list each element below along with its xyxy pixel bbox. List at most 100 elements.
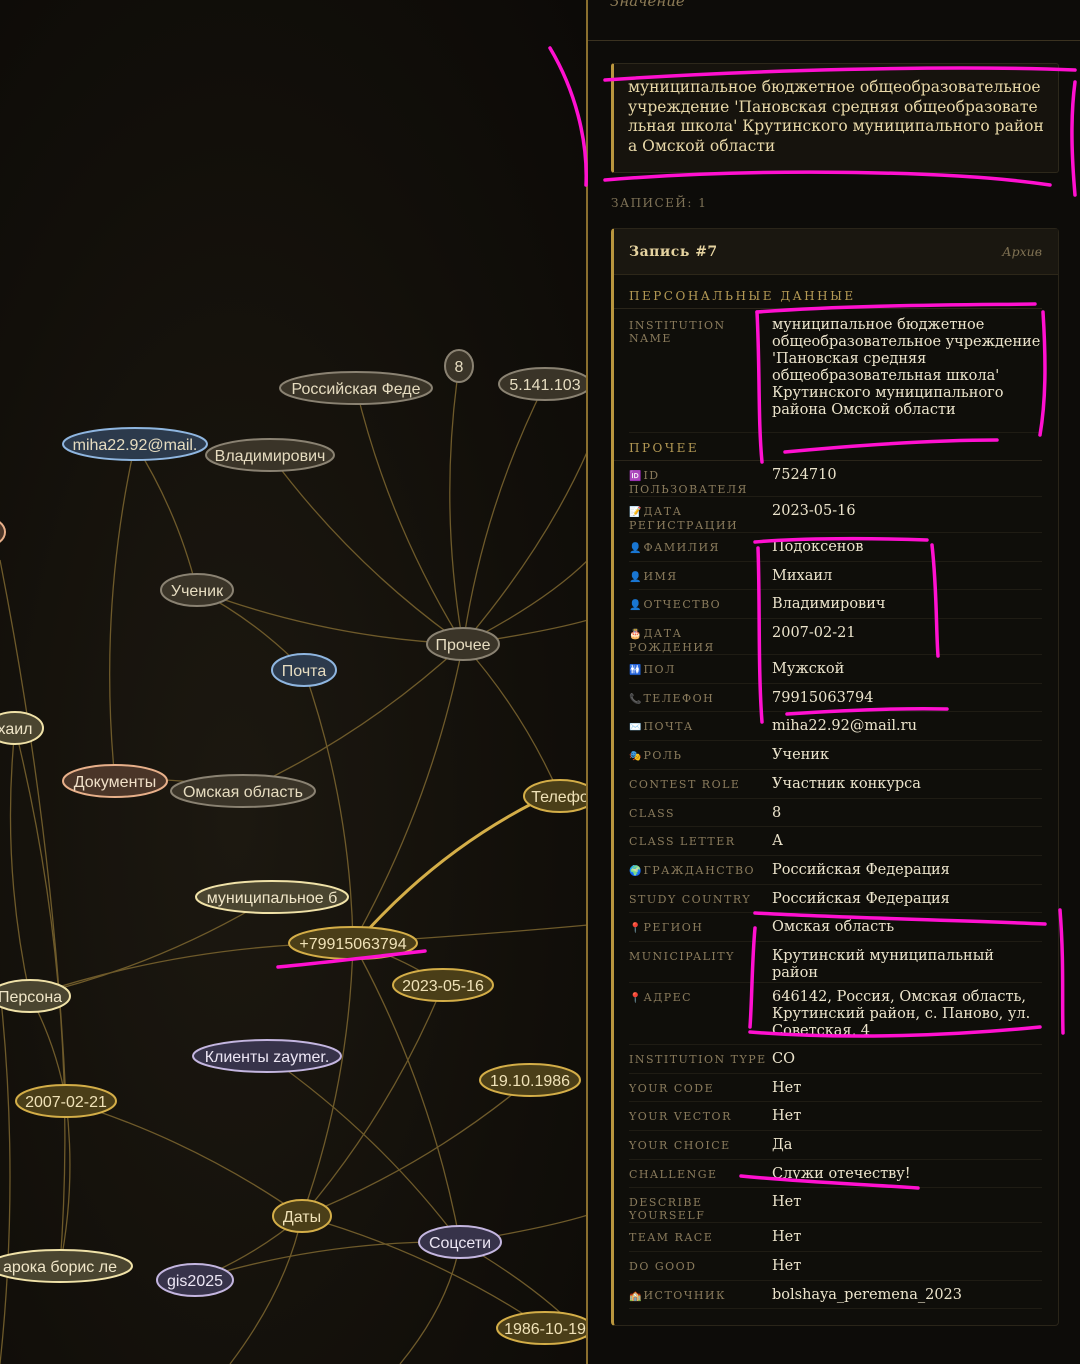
graph-node-label: Почта: [282, 663, 327, 680]
graph-edge: [355, 387, 464, 645]
graph-node[interactable]: Ученик: [160, 573, 234, 607]
field-label: DO GOOD: [629, 1258, 772, 1280]
graph-node-label: Клиенты zaymer.: [205, 1049, 330, 1066]
field-value: 2007-02-21: [772, 625, 856, 642]
field-value: Михаил: [772, 567, 833, 584]
graph-edge: [399, 1241, 461, 1364]
field-label-text: DO GOOD: [629, 1260, 697, 1274]
field-value: 8: [772, 804, 782, 821]
graph-node[interactable]: 8: [444, 349, 474, 383]
graph-node[interactable]: Соцсети: [418, 1225, 502, 1259]
field-value: Нет: [772, 1108, 802, 1125]
graph-node[interactable]: Персона: [0, 979, 71, 1013]
graph-edge: [301, 984, 444, 1217]
graph-node-label: Российская Феде: [291, 381, 420, 398]
field-icon: ✉️: [629, 722, 642, 734]
graph-node-shape: [195, 880, 349, 914]
graph-node-label: Ученик: [171, 583, 224, 600]
graph-node[interactable]: Почта: [271, 653, 337, 687]
field-value: Подоксенов: [772, 539, 864, 555]
graph-edge: [266, 1055, 461, 1243]
field-label-text: ИМЯ: [643, 569, 678, 583]
graph-node[interactable]: 5.141.103: [498, 367, 588, 401]
graph-node[interactable]: Прочее: [426, 627, 500, 661]
graph-node-shape: [62, 764, 168, 798]
field-value: Российская Федерация: [772, 861, 950, 878]
graph-node-shape: [418, 1225, 502, 1259]
graph-node[interactable]: +79915063794: [288, 926, 418, 960]
graph-node[interactable]: Российская Феде: [279, 371, 433, 405]
field-label: 🚻ПОЛ: [629, 661, 772, 683]
field-label: 🌍ГРАЖДАНСТВО: [629, 862, 772, 884]
graph-node[interactable]: 1986-10-19: [496, 1311, 588, 1345]
field-label: CLASS LETTER: [629, 833, 772, 855]
graph-node[interactable]: хаил: [0, 711, 44, 745]
record-title: Запись #7: [629, 243, 718, 260]
field-value: Нет: [772, 1079, 802, 1096]
record-header[interactable]: Запись #7 Архив: [614, 229, 1058, 275]
graph-node-partial[interactable]: [0, 516, 6, 548]
records-count: ЗАПИСЕЙ: 1: [611, 196, 708, 210]
graph-edge: [352, 942, 461, 1243]
graph-node[interactable]: 2007-02-21: [15, 1084, 117, 1118]
field-value: 7524710: [772, 467, 837, 483]
graph-node[interactable]: miha22.92@mail.: [62, 427, 208, 461]
graph-edge: [303, 669, 354, 944]
graph-node[interactable]: Даты: [272, 1199, 332, 1233]
field-label-text: ДАТА РОЖДЕНИЯ: [629, 627, 715, 655]
field-label-text: TEAM RACE: [629, 1231, 714, 1245]
field-label-text: DESCRIBE YOURSELF: [629, 1196, 706, 1223]
field-label: 📞ТЕЛЕФОН: [629, 690, 772, 712]
field-icon: 📞: [629, 693, 642, 705]
graph-node[interactable]: арока борис ле: [0, 1249, 133, 1283]
field-label-text: ДАТА РЕГИСТРАЦИИ: [629, 505, 739, 532]
graph-node-shape: [392, 968, 494, 1002]
graph-node-label: Персона: [0, 989, 62, 1006]
field-label: DESCRIBE YOURSELF: [629, 1194, 772, 1222]
graph-node[interactable]: Клиенты zaymer.: [192, 1039, 342, 1073]
field-value: Нет: [772, 1258, 802, 1275]
graph-node[interactable]: gis2025: [156, 1263, 234, 1297]
graph-node[interactable]: муниципальное б: [195, 880, 349, 914]
field-value: miha22.92@mail.ru: [772, 718, 917, 735]
graph-node-shape: [0, 1249, 133, 1283]
graph-node-shape: [170, 774, 316, 808]
section-personal: ПЕРСОНАЛЬНЫЕ ДАННЫЕ: [614, 289, 1042, 309]
graph-edge: [462, 449, 588, 645]
field-label: 📍РЕГИОН: [629, 919, 772, 941]
field-value: СО: [772, 1050, 795, 1067]
graph-node-label: Прочее: [435, 637, 490, 654]
field-label: ✉️ПОЧТА: [629, 718, 772, 740]
field-label-text: YOUR CODE: [629, 1081, 715, 1095]
graph-node[interactable]: 19.10.1986: [479, 1063, 581, 1097]
graph-node-shape: [271, 653, 337, 687]
graph-node-label: Владимирович: [215, 448, 326, 465]
field-label-text: РЕГИОН: [643, 921, 704, 935]
graph-node[interactable]: Владимирович: [205, 438, 335, 472]
graph-node-shape: [0, 711, 44, 745]
graph-node[interactable]: Телефо: [523, 779, 588, 813]
field-label: INSTITUTION NAME: [629, 319, 726, 345]
graph-node[interactable]: 2023-05-16: [392, 968, 494, 1002]
graph-node-label: Омская область: [183, 784, 303, 801]
field-value: Российская Федерация: [772, 890, 950, 907]
graph-node[interactable]: Документы: [62, 764, 168, 798]
graph-node[interactable]: Омская область: [170, 774, 316, 808]
field-label: YOUR CHOICE: [629, 1137, 772, 1159]
field-icon: 📍: [629, 992, 642, 1004]
field-value: Да: [772, 1137, 793, 1153]
